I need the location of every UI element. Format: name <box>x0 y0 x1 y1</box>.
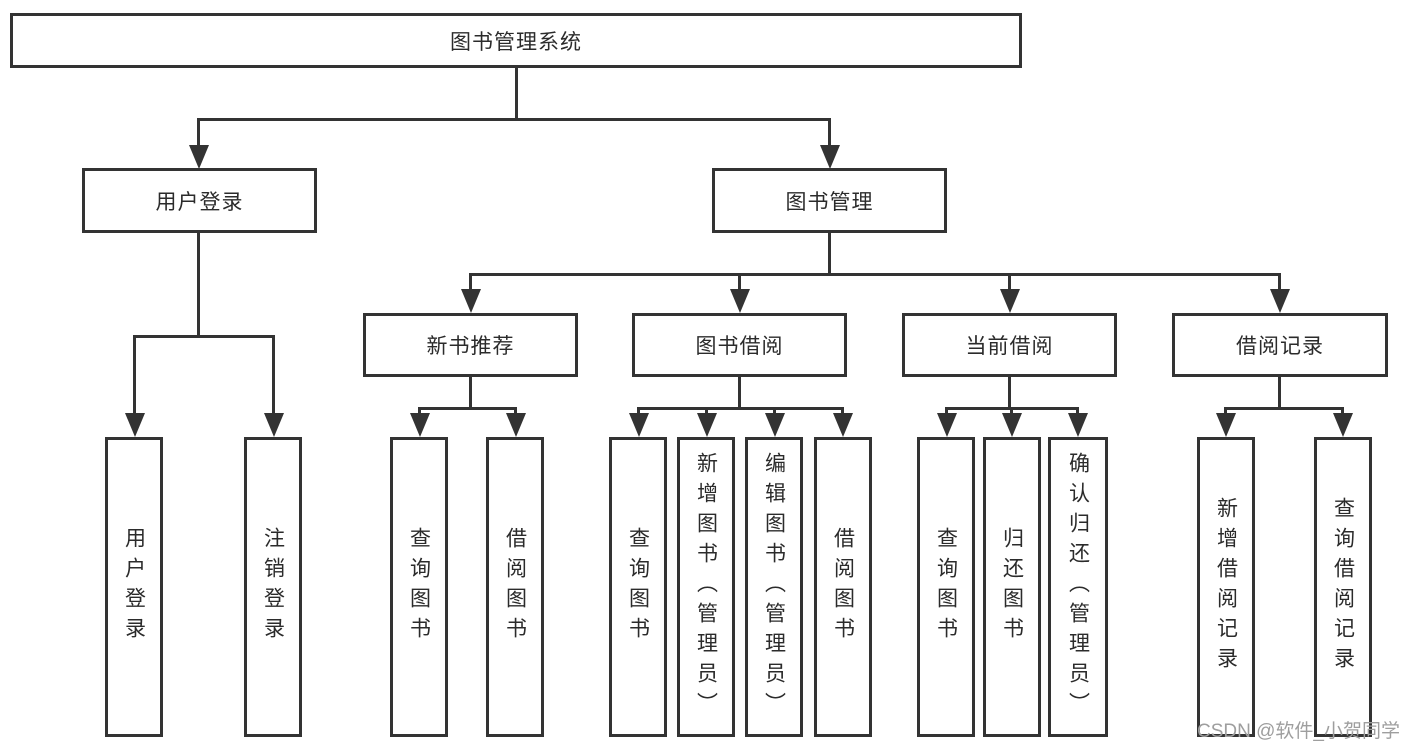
connector-borrow-stem <box>738 377 741 410</box>
connector-records-stem <box>1278 377 1281 410</box>
connector-arrow-stem <box>133 335 136 415</box>
arrow-down-icon <box>1002 413 1022 437</box>
connector-root-stem <box>515 68 518 118</box>
arrow-down-icon <box>461 289 481 313</box>
leaf-query-books-borrow: 查询图书 <box>609 437 667 737</box>
connector-records-bus <box>1224 407 1344 410</box>
arrow-down-icon <box>937 413 957 437</box>
leaf-label: 确认归还（管理员） <box>1066 452 1090 722</box>
connector-userlogin-bus <box>133 335 275 338</box>
connector-arrow-stem <box>469 273 472 291</box>
leaf-label: 注销登录 <box>261 527 285 647</box>
connector-newbook-stem <box>469 377 472 410</box>
connector-newbook-bus <box>418 407 517 410</box>
connector-arrow-stem <box>1008 273 1011 291</box>
node-new-book-recommend: 新书推荐 <box>363 313 578 377</box>
leaf-label: 归还图书 <box>1000 527 1024 647</box>
leaf-label: 用户登录 <box>122 527 146 647</box>
connector-bookmgmt-bus <box>469 273 1281 276</box>
leaf-borrow-books: 借阅图书 <box>814 437 872 737</box>
leaf-label: 新增图书（管理员） <box>694 452 718 722</box>
arrow-down-icon <box>833 413 853 437</box>
leaf-add-borrow-record: 新增借阅记录 <box>1197 437 1255 737</box>
leaf-label: 借阅图书 <box>503 527 527 647</box>
arrow-down-icon <box>125 413 145 437</box>
node-book-borrow: 图书借阅 <box>632 313 847 377</box>
leaf-query-books-recommend: 查询图书 <box>390 437 448 737</box>
connector-borrow-bus <box>637 407 844 410</box>
arrow-down-icon <box>730 289 750 313</box>
connector-arrow-stem <box>738 273 741 291</box>
node-root: 图书管理系统 <box>10 13 1022 68</box>
connector-arrow-stem <box>1278 273 1281 291</box>
arrow-down-icon <box>506 413 526 437</box>
node-user-login: 用户登录 <box>82 168 317 233</box>
leaf-query-borrow-record: 查询借阅记录 <box>1314 437 1372 737</box>
connector-root-bus <box>197 118 831 121</box>
connector-arrow-stem <box>637 407 640 415</box>
node-book-management: 图书管理 <box>712 168 947 233</box>
arrow-down-icon <box>1333 413 1353 437</box>
leaf-logout: 注销登录 <box>244 437 302 737</box>
leaf-add-book-admin: 新增图书（管理员） <box>677 437 735 737</box>
connector-arrow-stem <box>197 118 200 148</box>
connector-arrow-stem <box>841 407 844 415</box>
leaf-label: 查询图书 <box>626 527 650 647</box>
leaf-label: 新增借阅记录 <box>1214 497 1238 677</box>
connector-userlogin-stem <box>197 233 200 338</box>
arrow-down-icon <box>629 413 649 437</box>
arrow-down-icon <box>1000 289 1020 313</box>
arrow-down-icon <box>189 145 209 169</box>
watermark: CSDN @软件_小贺同学 <box>1197 721 1400 742</box>
leaf-edit-book-admin: 编辑图书（管理员） <box>745 437 803 737</box>
leaf-label: 编辑图书（管理员） <box>762 452 786 722</box>
arrow-down-icon <box>1270 289 1290 313</box>
leaf-query-books-current: 查询图书 <box>917 437 975 737</box>
connector-arrow-stem <box>1224 407 1227 415</box>
connector-arrow-stem <box>418 407 421 415</box>
leaf-confirm-return-admin: 确认归还（管理员） <box>1048 437 1108 737</box>
arrow-down-icon <box>1216 413 1236 437</box>
arrow-down-icon <box>1068 413 1088 437</box>
leaf-label: 查询借阅记录 <box>1331 497 1355 677</box>
node-current-borrow: 当前借阅 <box>902 313 1117 377</box>
leaf-label: 查询图书 <box>934 527 958 647</box>
connector-arrow-stem <box>828 118 831 148</box>
connector-arrow-stem <box>1010 407 1013 415</box>
leaf-label: 借阅图书 <box>831 527 855 647</box>
connector-arrow-stem <box>945 407 948 415</box>
leaf-return-books: 归还图书 <box>983 437 1041 737</box>
leaf-label: 查询图书 <box>407 527 431 647</box>
arrow-down-icon <box>264 413 284 437</box>
leaf-user-login: 用户登录 <box>105 437 163 737</box>
connector-arrow-stem <box>773 407 776 415</box>
arrow-down-icon <box>697 413 717 437</box>
connector-arrow-stem <box>1076 407 1079 415</box>
node-borrow-records: 借阅记录 <box>1172 313 1388 377</box>
connector-arrow-stem <box>272 335 275 415</box>
arrow-down-icon <box>820 145 840 169</box>
leaf-borrow-books-recommend: 借阅图书 <box>486 437 544 737</box>
connector-bookmgmt-stem <box>828 233 831 273</box>
connector-current-stem <box>1008 377 1011 410</box>
arrow-down-icon <box>410 413 430 437</box>
connector-arrow-stem <box>705 407 708 415</box>
arrow-down-icon <box>765 413 785 437</box>
connector-arrow-stem <box>1341 407 1344 415</box>
connector-arrow-stem <box>514 407 517 415</box>
